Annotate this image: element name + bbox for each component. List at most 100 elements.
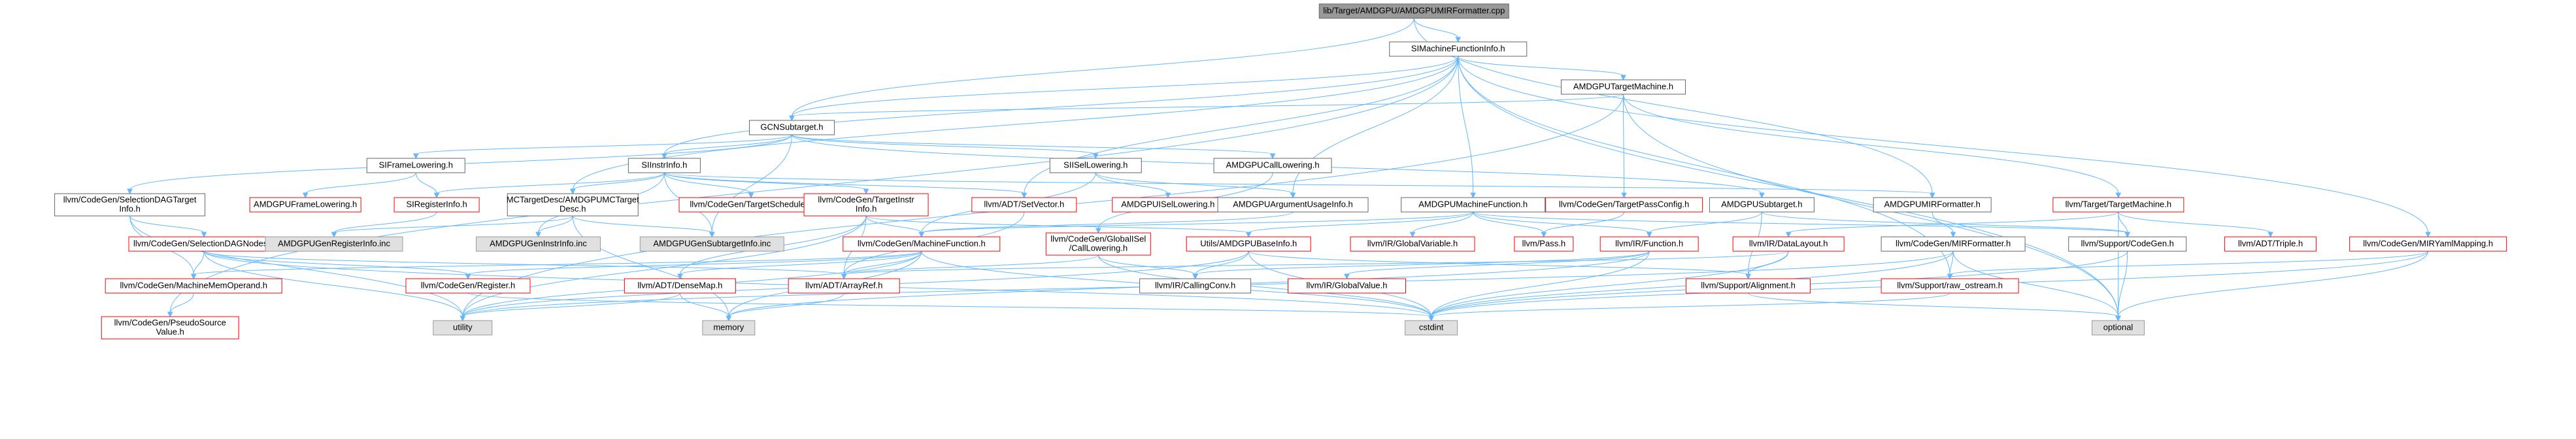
edge-arrowhead-amf-mf [918, 232, 925, 238]
node-label-sisl-0: SIISelLowering.h [1063, 160, 1128, 169]
node-sisl[interactable]: SIISelLowering.h [1049, 158, 1142, 173]
node-tm[interactable]: AMDGPUTargetMachine.h [1560, 79, 1686, 95]
edge-mfi-tm [1458, 56, 1624, 77]
node-label-gval-0: llvm/IR/GlobalValue.h [1306, 280, 1387, 290]
node-amf[interactable]: AMDGPUMachineFunction.h [1401, 197, 1546, 213]
edge-mctd-instri [537, 215, 573, 234]
edge-arrowhead-tm-gcn [789, 115, 795, 122]
edge-amf-gv [1412, 211, 1474, 234]
node-sv[interactable]: llvm/ADT/SetVector.h [971, 197, 1077, 213]
edge-ast-fn [1648, 211, 1762, 234]
node-pass[interactable]: llvm/Pass.h [1514, 236, 1574, 252]
node-box-root [1318, 3, 1509, 19]
edge-gcn-siii [663, 134, 792, 155]
edge-siii-sri [436, 172, 665, 194]
node-cc[interactable]: llvm/IR/CallingConv.h [1139, 278, 1252, 294]
node-instri: AMDGPUGenInstrInfo.inc [475, 236, 601, 252]
node-box-ar [788, 278, 900, 294]
node-ttm[interactable]: llvm/Target/TargetMachine.h [2052, 197, 2184, 213]
node-mmo[interactable]: llvm/CodeGen/MachineMemOperand.h [105, 278, 282, 294]
node-cgts[interactable]: llvm/CodeGen/TargetSchedule.h [678, 197, 824, 213]
node-label-dl-0: llvm/IR/DataLayout.h [1749, 238, 1828, 248]
node-label-ast-0: AMDGPUSubtarget.h [1721, 199, 1802, 209]
node-sdn[interactable]: llvm/CodeGen/SelectionDAGNodes.h [128, 236, 280, 252]
node-cl[interactable]: AMDGPUCallLowering.h [1213, 158, 1332, 173]
edge-arrowhead-ttm-triple [2267, 232, 2273, 238]
edge-amf-bi [1248, 211, 1474, 234]
node-label-tm-0: AMDGPUTargetMachine.h [1573, 81, 1673, 91]
node-box-mfi [1389, 41, 1528, 57]
node-box-utility [433, 320, 493, 336]
node-gv[interactable]: llvm/IR/GlobalVariable.h [1350, 236, 1475, 252]
node-dm[interactable]: llvm/ADT/DenseMap.h [624, 278, 736, 294]
node-siii[interactable]: SIInstrInfo.h [627, 158, 701, 173]
node-box-ttm [2052, 197, 2184, 213]
node-box-cstdint [1405, 320, 1458, 336]
node-gval[interactable]: llvm/IR/GlobalValue.h [1288, 278, 1406, 294]
node-subti: AMDGPUGenSubtargetInfo.inc [639, 236, 784, 252]
node-ymap[interactable]: llvm/CodeGen/MIRYamlMapping.h [2349, 236, 2507, 252]
node-ros[interactable]: llvm/Support/raw_ostream.h [1881, 278, 2019, 294]
node-label-cgti-0: llvm/CodeGen/TargetInstr [818, 194, 914, 204]
node-asl[interactable]: AMDGPUISelLowering.h [1112, 197, 1224, 213]
edge-sdti-sdn [129, 215, 205, 234]
node-label-psv-1: Value.h [156, 326, 184, 336]
node-label-sdti-1: Info.h [119, 203, 141, 213]
edge-mf-mmo [193, 251, 922, 275]
node-scg[interactable]: llvm/Support/CodeGen.h [2068, 236, 2187, 252]
node-label-pass-0: llvm/Pass.h [1522, 238, 1565, 248]
node-label-cl-0: AMDGPUCallLowering.h [1226, 160, 1320, 169]
node-mirf[interactable]: AMDGPUMIRFormatter.h [1873, 197, 1992, 213]
node-box-mctd [507, 193, 639, 217]
node-gisel[interactable]: llvm/CodeGen/GlobalISel/CallLowering.h [1045, 232, 1151, 256]
node-dl[interactable]: llvm/IR/DataLayout.h [1732, 236, 1845, 252]
node-cgmirf[interactable]: llvm/CodeGen/MIRFormatter.h [1881, 236, 2026, 252]
node-label-aui-0: AMDGPUArgumentUsageInfo.h [1233, 199, 1353, 209]
node-label-ttm-0: llvm/Target/TargetMachine.h [2066, 199, 2172, 209]
node-label-instri-0: AMDGPUGenInstrInfo.inc [490, 238, 587, 248]
edge-arrowhead-root-mfi [1455, 37, 1462, 43]
node-box-cl [1213, 158, 1332, 173]
node-ast[interactable]: AMDGPUSubtarget.h [1709, 197, 1815, 213]
node-align[interactable]: llvm/Support/Alignment.h [1686, 278, 1811, 294]
node-afl[interactable]: AMDGPUFrameLowering.h [249, 197, 361, 213]
node-mfi[interactable]: SIMachineFunctionInfo.h [1389, 41, 1528, 57]
node-tpc[interactable]: llvm/CodeGen/TargetPassConfig.h [1545, 197, 1703, 213]
node-box-sri [393, 197, 480, 213]
node-sri[interactable]: SIRegisterInfo.h [393, 197, 480, 213]
node-box-gisel [1045, 232, 1151, 256]
node-triple[interactable]: llvm/ADT/Triple.h [2224, 236, 2317, 252]
edge-sisl-aui [1095, 172, 1294, 194]
node-ar[interactable]: llvm/ADT/ArrayRef.h [788, 278, 900, 294]
edge-ttm-dl [1788, 211, 2119, 234]
node-label-mirf-0: AMDGPUMIRFormatter.h [1884, 199, 1981, 209]
edge-fn-cc [1195, 251, 1650, 275]
edge-arrowhead-mfi-tm [1620, 75, 1626, 81]
edge-arrowhead-sisl-asl [1165, 192, 1171, 199]
node-fn[interactable]: llvm/IR/Function.h [1599, 236, 1699, 252]
node-label-mfi-0: SIMachineFunctionInfo.h [1411, 43, 1505, 53]
node-bi[interactable]: Utils/AMDGPUBaseInfo.h [1186, 236, 1311, 252]
node-gcn[interactable]: GCNSubtarget.h [748, 120, 835, 135]
node-aui[interactable]: AMDGPUArgumentUsageInfo.h [1217, 197, 1369, 213]
edge-arrowhead-siii-cgti [863, 188, 869, 195]
node-sifl[interactable]: SIFrameLowering.h [366, 158, 465, 173]
edge-ymap-optional [2118, 251, 2429, 317]
node-box-amf [1401, 197, 1546, 213]
edge-arrowhead-ros-cstdint [1428, 315, 1434, 322]
edge-arrowhead-dm-utility [460, 315, 466, 322]
edge-arrowhead-siii-cgts [748, 192, 754, 199]
node-label-psv-0: llvm/CodeGen/PseudoSource [114, 317, 226, 327]
node-reg[interactable]: llvm/CodeGen/Register.h [405, 278, 531, 294]
node-mf[interactable]: llvm/CodeGen/MachineFunction.h [843, 236, 1001, 252]
edge-mfi-psv [169, 56, 1459, 313]
edge-arrowhead-siii-sv [1021, 192, 1028, 199]
edge-sifl-sri [415, 172, 437, 194]
node-box-sifl [366, 158, 465, 173]
node-optional: optional [2092, 320, 2145, 336]
edge-ar-memory [728, 292, 845, 317]
